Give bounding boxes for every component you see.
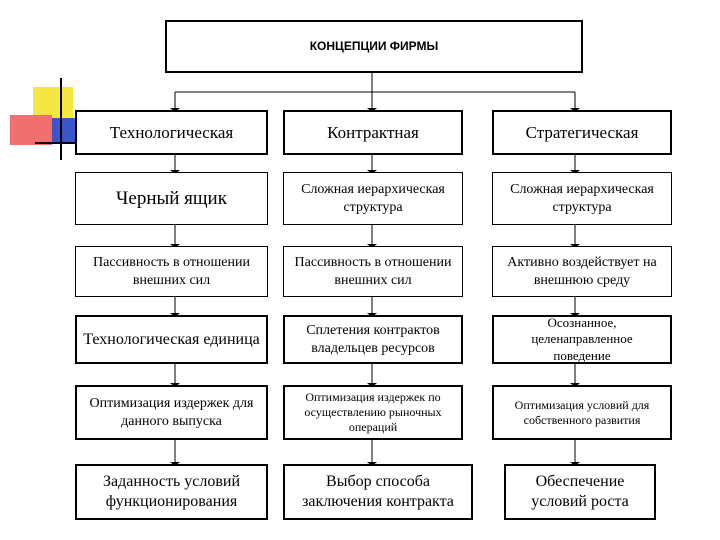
tech-row-3: Технологическая единица <box>75 315 268 364</box>
strategic-row-2: Активно воздействует на внешнюю среду <box>492 246 672 297</box>
strategic-row-1: Сложная иерархическая структура <box>492 172 672 225</box>
contract-row-4: Оптимизация издержек по осуществлению ры… <box>283 385 463 440</box>
tech-row-4: Оптимизация издержек для данного выпуска <box>75 385 268 440</box>
decor-line-vertical <box>60 78 62 160</box>
tech-row-1: Черный ящик <box>75 172 268 225</box>
header-strategic: Стратегическая <box>492 110 672 155</box>
contract-row-3: Сплетения контрактов владельцев ресурсов <box>283 315 463 364</box>
strategic-row-3: Осознанное, целенаправленное поведение <box>492 315 672 364</box>
tech-row-5: Заданность условий функционирования <box>75 464 268 520</box>
strategic-row-4: Оптимизация условий для собственного раз… <box>492 385 672 440</box>
header-technological: Технологическая <box>75 110 268 155</box>
contract-row-1: Сложная иерархическая структура <box>283 172 463 225</box>
decor-blue-square <box>52 118 77 143</box>
diagram-title: КОНЦЕПЦИИ ФИРМЫ <box>165 20 583 73</box>
contract-row-5: Выбор способа заключения контракта <box>283 464 473 520</box>
header-contract: Контрактная <box>283 110 463 155</box>
decor-line-horizontal <box>35 142 83 144</box>
contract-row-2: Пассивность в отношении внешних сил <box>283 246 463 297</box>
strategic-row-5: Обеспечение условий роста <box>504 464 656 520</box>
tech-row-2: Пассивность в отношении внешних сил <box>75 246 268 297</box>
decor-red-square <box>10 115 52 145</box>
